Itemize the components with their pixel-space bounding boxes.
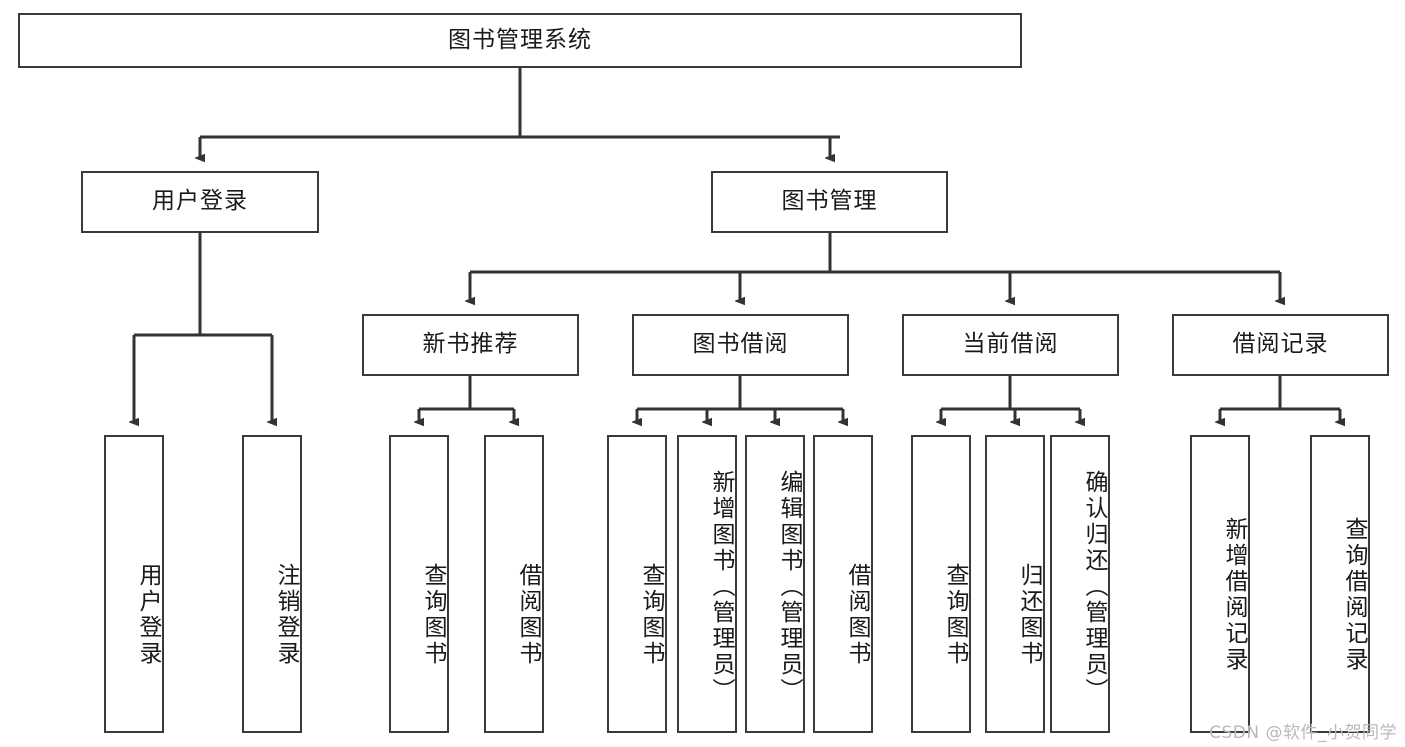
node-leaf-add-record-label: 新增借阅记录	[1221, 517, 1247, 673]
node-leaf-confirm-return[interactable]: 确认归还（管理员）	[1050, 435, 1110, 733]
csdn-watermark: CSDN @软件_小贺同学	[1209, 723, 1397, 743]
node-leaf-user-logout[interactable]: 注销登录	[242, 435, 302, 733]
node-book-borrow[interactable]: 图书借阅	[632, 314, 849, 376]
node-book-manage[interactable]: 图书管理	[711, 171, 948, 233]
node-borrow-record[interactable]: 借阅记录	[1172, 314, 1389, 376]
node-leaf-return-book[interactable]: 归还图书	[985, 435, 1045, 733]
node-leaf-query-book-1-label: 查询图书	[420, 563, 446, 667]
node-leaf-borrow-book-2[interactable]: 借阅图书	[813, 435, 873, 733]
node-user-login-label: 用户登录	[152, 188, 248, 215]
node-leaf-confirm-return-label: 确认归还（管理员）	[1081, 470, 1107, 704]
node-current-borrow[interactable]: 当前借阅	[902, 314, 1119, 376]
node-user-login[interactable]: 用户登录	[81, 171, 319, 233]
node-new-book-rec-label: 新书推荐	[422, 331, 519, 358]
node-leaf-user-logout-label: 注销登录	[273, 563, 299, 667]
node-new-book-rec[interactable]: 新书推荐	[362, 314, 579, 376]
node-root-label: 图书管理系统	[448, 26, 592, 53]
node-leaf-edit-book[interactable]: 编辑图书（管理员）	[745, 435, 805, 733]
node-leaf-query-book-2-label: 查询图书	[638, 563, 664, 667]
node-leaf-add-record[interactable]: 新增借阅记录	[1190, 435, 1250, 733]
node-leaf-query-book-3-label: 查询图书	[942, 563, 968, 667]
node-current-borrow-label: 当前借阅	[962, 331, 1059, 358]
node-leaf-borrow-book-1[interactable]: 借阅图书	[484, 435, 544, 733]
node-leaf-query-book-2[interactable]: 查询图书	[607, 435, 667, 733]
node-leaf-borrow-book-2-label: 借阅图书	[844, 563, 870, 667]
node-leaf-add-book[interactable]: 新增图书（管理员）	[677, 435, 737, 733]
node-borrow-record-label: 借阅记录	[1232, 331, 1329, 358]
node-leaf-user-login-label: 用户登录	[135, 563, 161, 667]
node-root[interactable]: 图书管理系统	[18, 13, 1022, 68]
node-book-manage-label: 图书管理	[781, 188, 878, 215]
node-book-borrow-label: 图书借阅	[692, 331, 789, 358]
node-leaf-query-book-1[interactable]: 查询图书	[389, 435, 449, 733]
node-leaf-return-book-label: 归还图书	[1016, 563, 1042, 667]
node-leaf-borrow-book-1-label: 借阅图书	[515, 563, 541, 667]
node-leaf-query-record-label: 查询借阅记录	[1341, 517, 1367, 673]
node-leaf-query-book-3[interactable]: 查询图书	[911, 435, 971, 733]
node-leaf-query-record[interactable]: 查询借阅记录	[1310, 435, 1370, 733]
node-leaf-edit-book-label: 编辑图书（管理员）	[776, 470, 802, 704]
node-leaf-add-book-label: 新增图书（管理员）	[708, 470, 734, 704]
node-leaf-user-login[interactable]: 用户登录	[104, 435, 164, 733]
